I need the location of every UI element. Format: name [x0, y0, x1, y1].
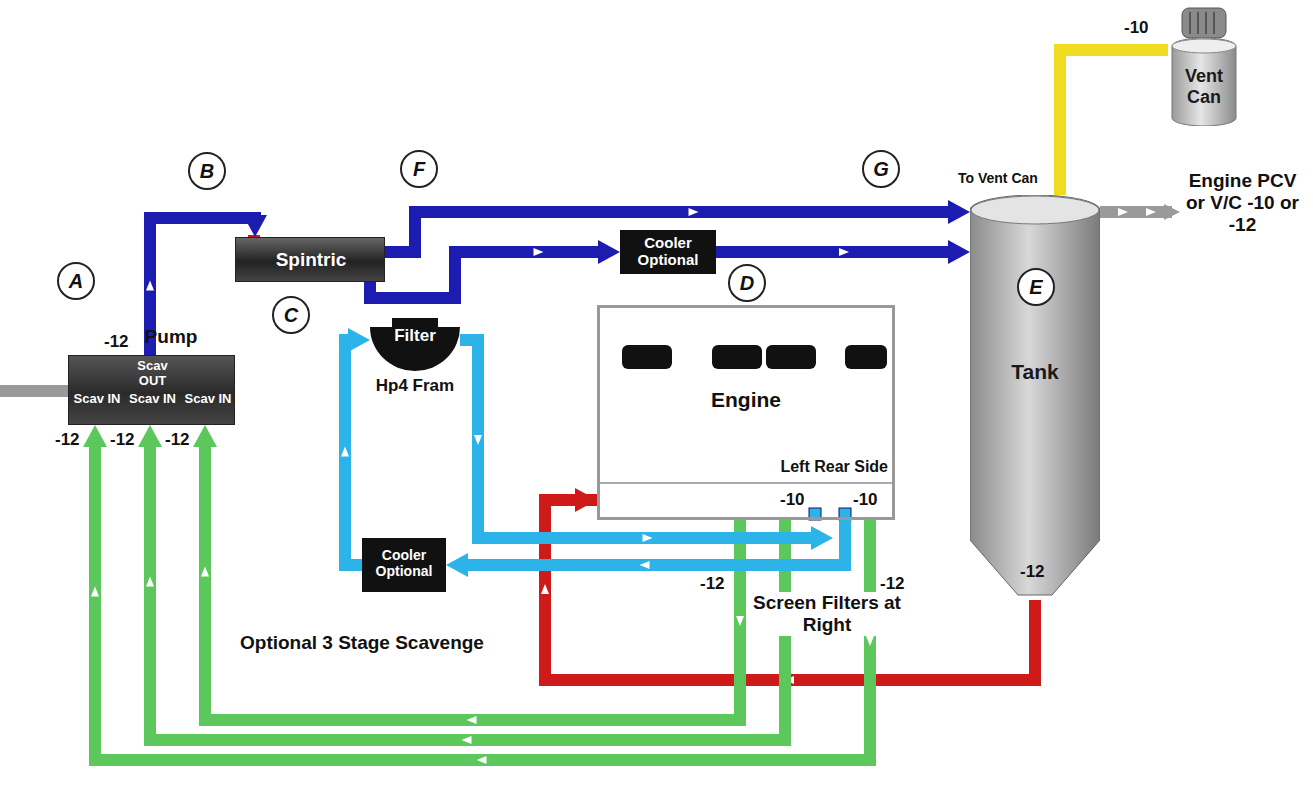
node-text: Filter [370, 326, 460, 346]
pump-box: PumpScav INScav OUTScav INScav IN [68, 355, 235, 425]
fitting-label: -12 [880, 574, 905, 594]
pipe-connector [150, 443, 785, 740]
callout-letter: G [862, 150, 900, 188]
flow-arrow [474, 435, 482, 445]
flow-arrow [1118, 208, 1128, 216]
fitting-label: To Vent Can [958, 170, 1038, 186]
callout-letter: A [57, 262, 95, 300]
pipe-connector [1060, 50, 1168, 195]
engine-ports [622, 345, 887, 369]
fitting-label: Optional 3 Stage Scavenge [240, 632, 484, 654]
flow-arrow [643, 534, 653, 542]
node-text: Vent Can [1168, 66, 1240, 107]
flow-arrow [146, 281, 154, 291]
flow-arrow [477, 756, 487, 764]
flow-arrow [467, 716, 477, 724]
flow-arrow [640, 561, 650, 569]
engine-box: EngineLeft Rear Side [597, 305, 895, 520]
callout-letter: E [1017, 268, 1055, 306]
pipe-connector [370, 252, 602, 298]
node-text: Scav IN [125, 392, 180, 407]
pcv-line [1100, 206, 1172, 218]
fitting-label: -10 [780, 490, 805, 510]
node-text: Pump [131, 326, 211, 348]
fitting-label: Engine PCV or V/C -10 or -12 [1180, 170, 1305, 236]
engine-fill [597, 305, 895, 520]
flow-arrow [736, 616, 744, 626]
fitting-label: -12 [104, 332, 129, 352]
flow-arrow [866, 636, 874, 646]
fitting-label: -12 [165, 430, 190, 450]
node-text: Tank [970, 360, 1100, 384]
flow-arrow [1146, 208, 1156, 216]
node-text: Engine [600, 388, 892, 412]
flow-arrow [91, 587, 99, 597]
callout-letter: D [728, 264, 766, 302]
tank: Tank [970, 195, 1100, 600]
node-text: Hp4 Fram [370, 376, 460, 396]
node-text: Cooler Optional [362, 547, 446, 579]
flow-arrow [534, 248, 544, 256]
vent-can: Vent Can [1168, 6, 1240, 126]
pipe-connector [460, 340, 815, 538]
node-text: Cooler Optional [620, 234, 716, 269]
flow-arrow [146, 577, 154, 587]
fitting-label: -10 [1124, 18, 1149, 38]
flow-arrow [341, 447, 349, 457]
flow-arrow [462, 736, 472, 744]
pump-shaft [0, 385, 68, 397]
engine-band [600, 482, 892, 484]
flow-arrow [541, 584, 549, 594]
callout-letter: C [272, 296, 310, 334]
fitting-label: -10 [853, 490, 878, 510]
callout-letter: F [400, 150, 438, 188]
node-text: Scav OUT [125, 359, 180, 389]
fitting-label: -12 [55, 430, 80, 450]
flow-arrow [201, 567, 209, 577]
filter: FilterHp4 Fram [370, 318, 460, 418]
callout-letter: B [188, 152, 226, 190]
arrow-head [1164, 204, 1180, 220]
flow-arrow [839, 248, 849, 256]
node-text: Left Rear Side [730, 458, 888, 476]
node-text: Spintric [236, 249, 386, 271]
fitting-label: -12 [700, 574, 725, 594]
flow-arrow [689, 208, 699, 216]
pipe-connector [345, 340, 362, 565]
pipe-connector [716, 246, 952, 258]
node-text: Scav IN [181, 392, 235, 407]
cooler-box: Cooler Optional [362, 538, 446, 592]
tank-shape [970, 195, 1100, 600]
spintric-box: Spintric [235, 237, 385, 282]
cooler-box: Cooler Optional [620, 230, 716, 274]
node-text: Scav IN [70, 392, 124, 407]
fitting-label: -12 [1020, 562, 1045, 582]
fitting-label: Screen Filters at Right [752, 592, 902, 636]
fitting-label: -12 [110, 430, 135, 450]
